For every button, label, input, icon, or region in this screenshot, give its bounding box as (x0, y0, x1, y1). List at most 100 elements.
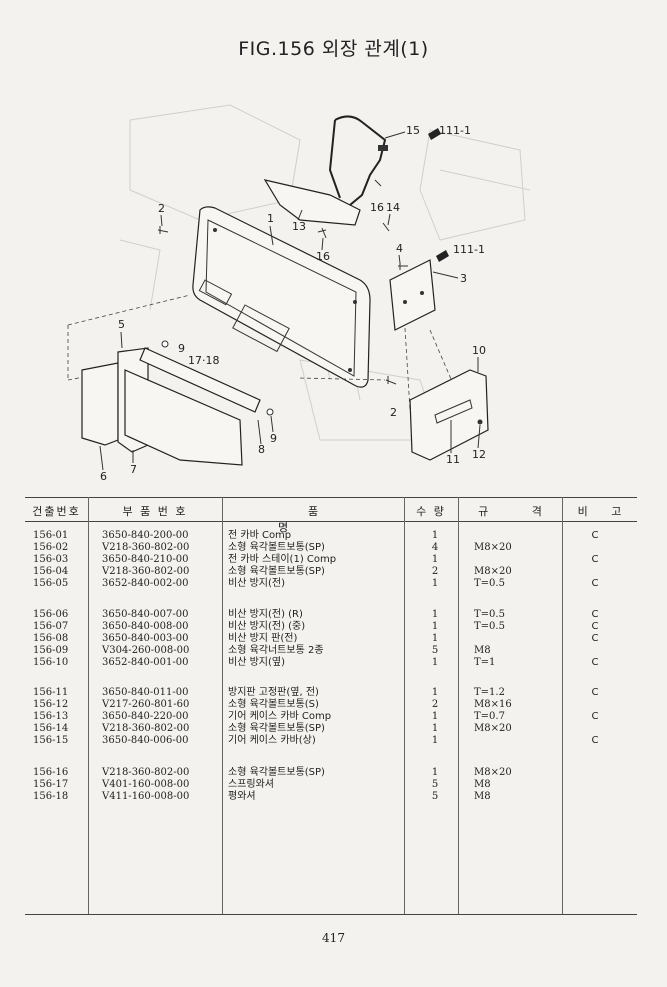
callout-14: 14 (386, 201, 400, 214)
cell-remark: C (591, 554, 599, 565)
cell-quantity: 1 (431, 578, 439, 589)
cell-spec: T=1.2 (474, 687, 505, 698)
cell-spec: M8 (474, 645, 491, 656)
callout-15: 15 (406, 124, 420, 137)
cell-spec: T=0.5 (474, 609, 505, 620)
cell-spec: T=0.5 (474, 621, 505, 632)
cell-quantity: 1 (431, 767, 439, 778)
cell-quantity: 2 (431, 699, 439, 710)
cell-quantity: 2 (431, 566, 439, 577)
cell-quantity: 1 (431, 554, 439, 565)
cell-part-name: 소형 육각너트보통 2종 (228, 645, 324, 656)
cell-part-number: V218-360-802-00 (102, 566, 190, 577)
cell-index-no: 156-02 (33, 542, 69, 553)
front-cover-panel (192, 206, 371, 388)
cell-index-no: 156-06 (33, 609, 69, 620)
cell-remark: C (591, 687, 599, 698)
cell-part-name: 방지판 고정판(옆, 전) (228, 687, 319, 698)
cell-remark: C (591, 657, 599, 668)
cell-part-name: 비산 방지(옆) (228, 657, 285, 668)
callout-2: 2 (158, 202, 165, 215)
cell-index-no: 156-08 (33, 633, 69, 644)
bolts (157, 179, 408, 385)
cell-spec: T=0.5 (474, 578, 505, 589)
cell-index-no: 156-15 (33, 735, 69, 746)
cell-part-name: 기어 케이스 카바(상) (228, 735, 316, 746)
side-guard-plate (409, 369, 489, 461)
cell-index-no: 156-09 (33, 645, 69, 656)
cell-remark: C (591, 609, 599, 620)
cell-index-no: 156-16 (33, 767, 69, 778)
cell-part-name: 비산 방지 판(전) (228, 633, 298, 644)
col-divider (458, 497, 459, 914)
cell-index-no: 156-03 (33, 554, 69, 565)
header-remarks: 비 고 (577, 505, 632, 518)
cell-remark: C (591, 530, 599, 541)
cell-part-number: 3650-840-220-00 (102, 711, 189, 722)
cell-part-number: 3650-840-003-00 (102, 633, 189, 644)
col-divider (88, 497, 89, 914)
cell-index-no: 156-12 (33, 699, 69, 710)
cell-quantity: 1 (431, 621, 439, 632)
cell-spec: M8×20 (474, 542, 512, 553)
cell-part-name: 비산 방지(전) (R) (228, 609, 303, 620)
cell-part-number: 3652-840-002-00 (102, 578, 189, 589)
cell-spec: M8×20 (474, 723, 512, 734)
cell-quantity: 1 (431, 609, 439, 620)
cell-quantity: 1 (431, 687, 439, 698)
col-divider (562, 497, 563, 914)
header-spec: 규 격 (478, 505, 562, 518)
col-divider (222, 497, 223, 914)
side-splash-guards (81, 340, 274, 466)
callout-8: 8 (258, 443, 265, 456)
cell-remark: C (591, 578, 599, 589)
cell-part-number: V411-160-008-00 (102, 791, 190, 802)
cell-remark: C (591, 735, 599, 746)
cell-part-number: 3650-840-210-00 (102, 554, 189, 565)
cell-part-number: 3650-840-200-00 (102, 530, 189, 541)
table-top-rule (25, 497, 637, 498)
callout-17-18: 17·18 (188, 354, 220, 367)
cell-part-number: V304-260-008-00 (102, 645, 190, 656)
table-header-rule (25, 521, 637, 522)
cell-part-number: V218-360-802-00 (102, 767, 190, 778)
exploded-parts-diagram: 1 2 2 3 4 5 6 7 8 9 9 10 11 12 1 (67, 104, 531, 483)
callout-9b: 9 (270, 432, 277, 445)
cell-spec: T=1 (474, 657, 496, 668)
cell-index-no: 156-18 (33, 791, 69, 802)
callout-labels: 1 2 2 3 4 5 6 7 8 9 9 10 11 12 1 (99, 124, 486, 483)
cell-index-no: 156-05 (33, 578, 69, 589)
cell-remark: C (591, 711, 599, 722)
cell-quantity: 5 (431, 645, 439, 656)
cell-part-name: 비산 방지(전) (228, 578, 285, 589)
callout-5: 5 (118, 318, 125, 331)
callout-16b: 16 (316, 250, 330, 263)
cell-part-number: V401-160-008-00 (102, 779, 190, 790)
cell-spec: M8×20 (474, 566, 512, 577)
cell-part-name: 평와셔 (228, 791, 256, 802)
cell-index-no: 156-04 (33, 566, 69, 577)
header-part-number: 부 품 번 호 (122, 505, 188, 518)
callout-2b: 2 (390, 406, 397, 419)
cover-stay-bracket (389, 250, 449, 331)
cell-spec: M8×20 (474, 767, 512, 778)
callout-12: 12 (472, 448, 486, 461)
callout-1: 1 (267, 212, 274, 225)
cell-part-name: 소형 육각볼트보통(SP) (228, 542, 325, 553)
cell-part-name: 전 카바 Comp (228, 530, 292, 541)
callout-3: 3 (460, 272, 467, 285)
callout-111-1-top: 111-1 (439, 124, 471, 137)
callout-10: 10 (472, 344, 486, 357)
cell-index-no: 156-11 (33, 687, 69, 698)
cell-quantity: 1 (431, 633, 439, 644)
